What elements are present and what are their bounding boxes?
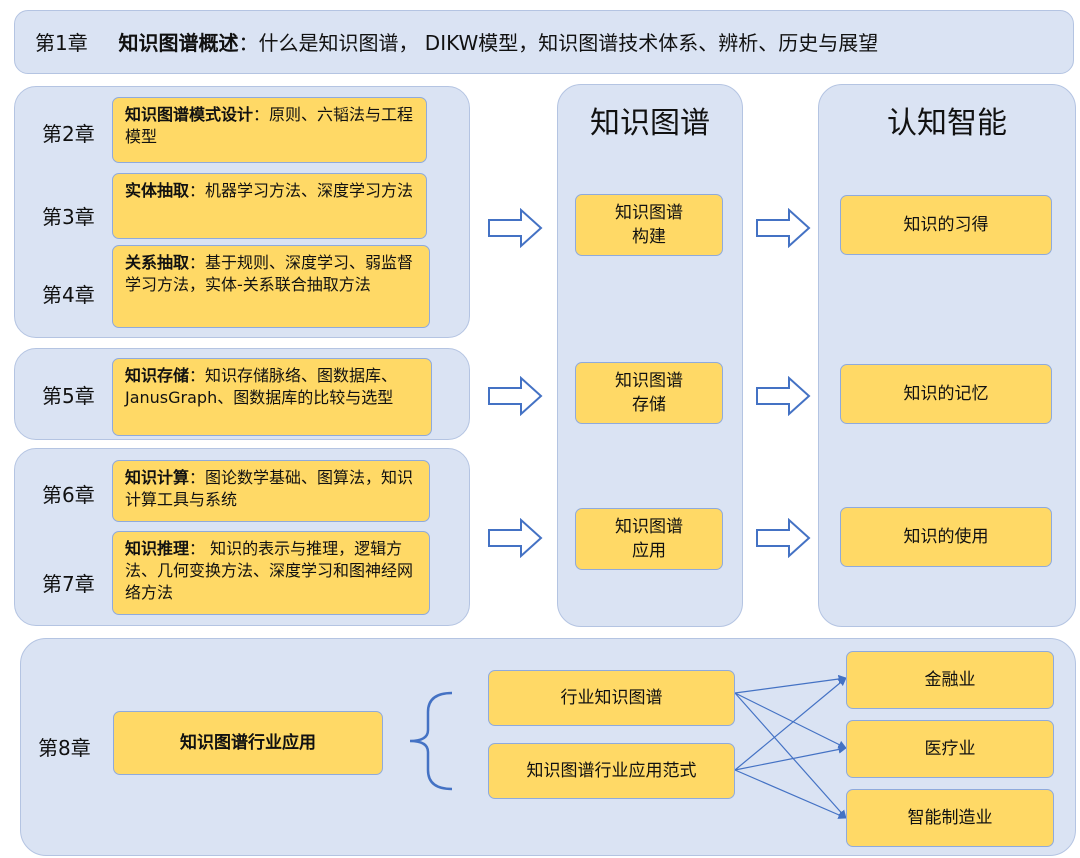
ch2-desc: ：原则、六韬法与工程模型 — [125, 105, 414, 146]
arrow-right-icon — [756, 518, 811, 558]
ch7-desc: ： 知识的表示与推理，逻辑方法、几何变换方法、深度学习和图神经网络方法 — [125, 539, 414, 602]
ch6-box: 知识计算：图论数学基础、图算法，知识计算工具与系统 — [112, 460, 430, 522]
arrow-right-icon — [756, 376, 811, 416]
ch6-desc: ：图论数学基础、图算法，知识计算工具与系统 — [125, 468, 414, 509]
ch5-title: 知识存储 — [125, 366, 190, 385]
ch4-title: 关系抽取 — [125, 253, 190, 272]
ch8-label: 第8章 — [38, 736, 91, 760]
ch2-title: 知识图谱模式设计 — [125, 105, 254, 124]
ch8-industry-medical: 医疗业 — [846, 720, 1054, 778]
arrow-right-icon — [488, 376, 543, 416]
ch5-box: 知识存储：知识存储脉络、图数据库、 JanusGraph、图数据库的比较与选型 — [112, 358, 432, 436]
ci-item-use: 知识的使用 — [840, 507, 1052, 567]
chapter1-num: 第1章 — [35, 31, 88, 55]
ch3-title: 实体抽取 — [125, 181, 190, 200]
ch8-box: 知识图谱行业应用 — [113, 711, 383, 775]
ci-item-memory: 知识的记忆 — [840, 364, 1052, 424]
ch2-label: 第2章 — [42, 122, 95, 146]
arrow-right-icon — [488, 518, 543, 558]
ch6-title: 知识计算 — [125, 468, 190, 487]
ch3-desc: ：机器学习方法、深度学习方法 — [189, 181, 414, 200]
ch4-box: 关系抽取：基于规则、深度学习、弱监督学习方法，实体-关系联合抽取方法 — [112, 245, 430, 328]
ci-column-heading: 认知智能 — [887, 106, 1007, 141]
kg-item-application: 知识图谱 应用 — [575, 508, 723, 570]
ch7-label: 第7章 — [42, 572, 95, 596]
brace-icon — [409, 691, 453, 791]
ci-item-acquire: 知识的习得 — [840, 195, 1052, 255]
ch8-industry-manufacturing: 智能制造业 — [846, 789, 1054, 847]
ch3-box: 实体抽取：机器学习方法、深度学习方法 — [112, 173, 427, 239]
ch7-box: 知识推理： 知识的表示与推理，逻辑方法、几何变换方法、深度学习和图神经网络方法 — [112, 531, 430, 615]
ch8-industry-finance: 金融业 — [846, 651, 1054, 709]
ch6-label: 第6章 — [42, 483, 95, 507]
chapter1-text: 第1章 知识图谱概述：什么是知识图谱， DIKW模型，知识图谱技术体系、辨析、历… — [35, 30, 878, 56]
ch7-title: 知识推理 — [125, 539, 190, 558]
ch4-label: 第4章 — [42, 283, 95, 307]
chapter1-panel: 第1章 知识图谱概述：什么是知识图谱， DIKW模型，知识图谱技术体系、辨析、历… — [14, 10, 1074, 74]
ch8-mid-paradigm: 知识图谱行业应用范式 — [488, 743, 735, 799]
ch5-desc: ：知识存储脉络、图数据库、 JanusGraph、图数据库的比较与选型 — [125, 366, 398, 407]
ch2-box: 知识图谱模式设计：原则、六韬法与工程模型 — [112, 97, 427, 163]
kg-item-build: 知识图谱 构建 — [575, 194, 723, 256]
chapter1-desc: ：什么是知识图谱， DIKW模型，知识图谱技术体系、辨析、历史与展望 — [238, 31, 879, 55]
chapter1-title: 知识图谱概述 — [118, 31, 239, 55]
arrow-right-icon — [756, 208, 811, 248]
ch4-desc: ：基于规则、深度学习、弱监督学习方法，实体-关系联合抽取方法 — [125, 253, 414, 294]
kg-item-storage: 知识图谱 存储 — [575, 362, 723, 424]
kg-column-heading: 知识图谱 — [590, 106, 710, 141]
ch5-label: 第5章 — [42, 384, 95, 408]
arrow-right-icon — [488, 208, 543, 248]
ch8-mid-industry-kg: 行业知识图谱 — [488, 670, 735, 726]
ch3-label: 第3章 — [42, 205, 95, 229]
